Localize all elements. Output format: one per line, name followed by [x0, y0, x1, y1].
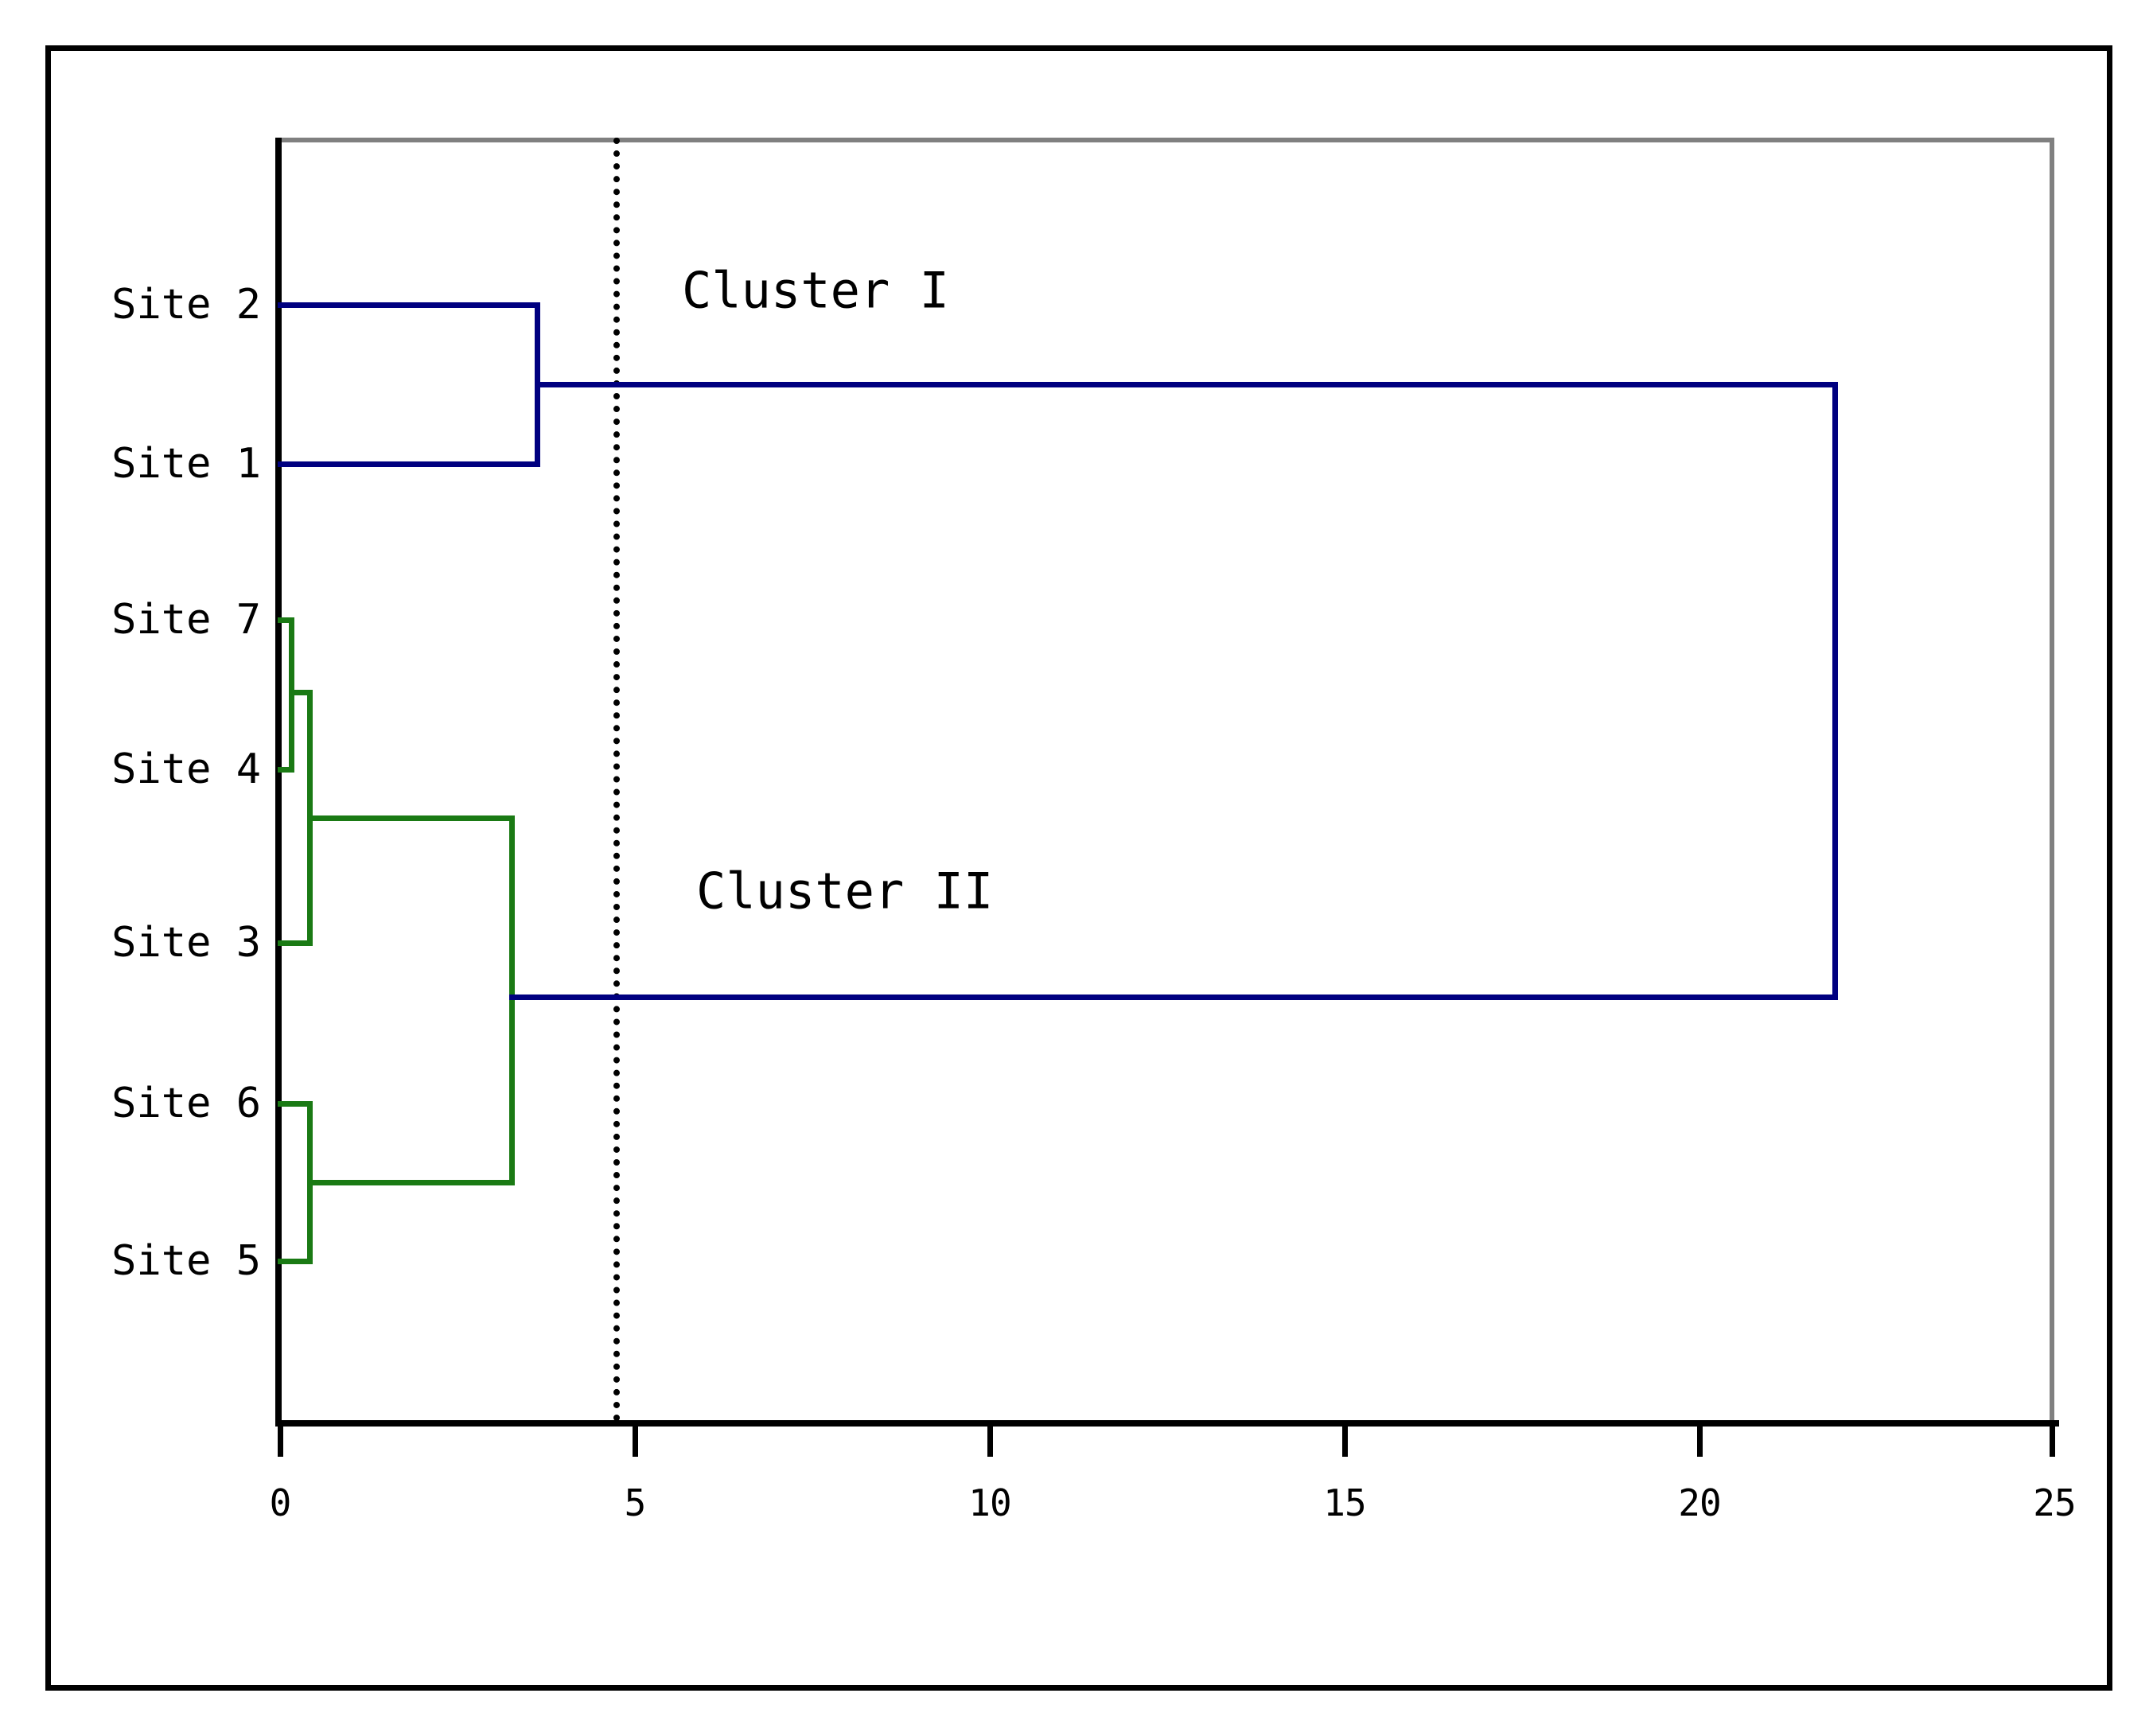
xtick-10: [987, 1425, 993, 1457]
leaf-label-site-7: Site 7: [111, 596, 261, 644]
xtick-label-25: 25: [2033, 1481, 2076, 1524]
xtick-0: [278, 1425, 283, 1457]
y-axis-line: [275, 138, 282, 1427]
figure-border: [45, 45, 2112, 1691]
annotation-cluster-ii: Cluster II: [696, 862, 994, 921]
link-m2-to-m3-horizontal: [289, 690, 313, 695]
link-site-4-horizontal: [278, 767, 294, 773]
link-cluster-i-to-root-horizontal: [535, 382, 1835, 387]
leaf-label-site-2: Site 2: [111, 281, 261, 329]
xtick-20: [1697, 1425, 1703, 1457]
link-site-7-horizontal: [278, 617, 294, 623]
link-site-6-horizontal: [278, 1101, 313, 1107]
link-site-2-horizontal: [278, 302, 540, 308]
leaf-label-site-3: Site 3: [111, 919, 261, 967]
link-site-1-horizontal: [278, 461, 540, 467]
xtick-15: [1342, 1425, 1348, 1457]
x-axis-line: [275, 1420, 2059, 1427]
link-site-5-horizontal: [278, 1259, 313, 1264]
cut-off-line: [613, 138, 626, 1422]
leaf-label-site-4: Site 4: [111, 745, 261, 793]
link-cluster-ii-to-root-horizontal: [509, 995, 1835, 1000]
plot-right-rail: [2050, 138, 2054, 1422]
plot-area: Cluster I Cluster II: [275, 138, 2059, 1457]
xtick-5: [633, 1425, 638, 1457]
xtick-25: [2050, 1425, 2055, 1457]
annotation-cluster-i: Cluster I: [682, 261, 949, 320]
xtick-label-10: 10: [968, 1481, 1011, 1524]
xtick-label-5: 5: [624, 1481, 647, 1524]
xtick-label-15: 15: [1323, 1481, 1366, 1524]
leaf-label-site-1: Site 1: [111, 440, 261, 488]
xtick-label-20: 20: [1678, 1481, 1721, 1524]
leaf-label-site-5: Site 5: [111, 1237, 261, 1285]
link-site-3-horizontal: [278, 940, 313, 946]
link-m3-to-m5-horizontal: [307, 815, 515, 821]
plot-top-rail: [280, 138, 2054, 142]
link-root-vertical: [1832, 382, 1838, 1000]
leaf-label-site-6: Site 6: [111, 1080, 261, 1127]
xtick-label-0: 0: [269, 1481, 292, 1524]
link-m4-to-m5-horizontal: [307, 1180, 515, 1185]
link-m5-vertical: [509, 815, 515, 1185]
